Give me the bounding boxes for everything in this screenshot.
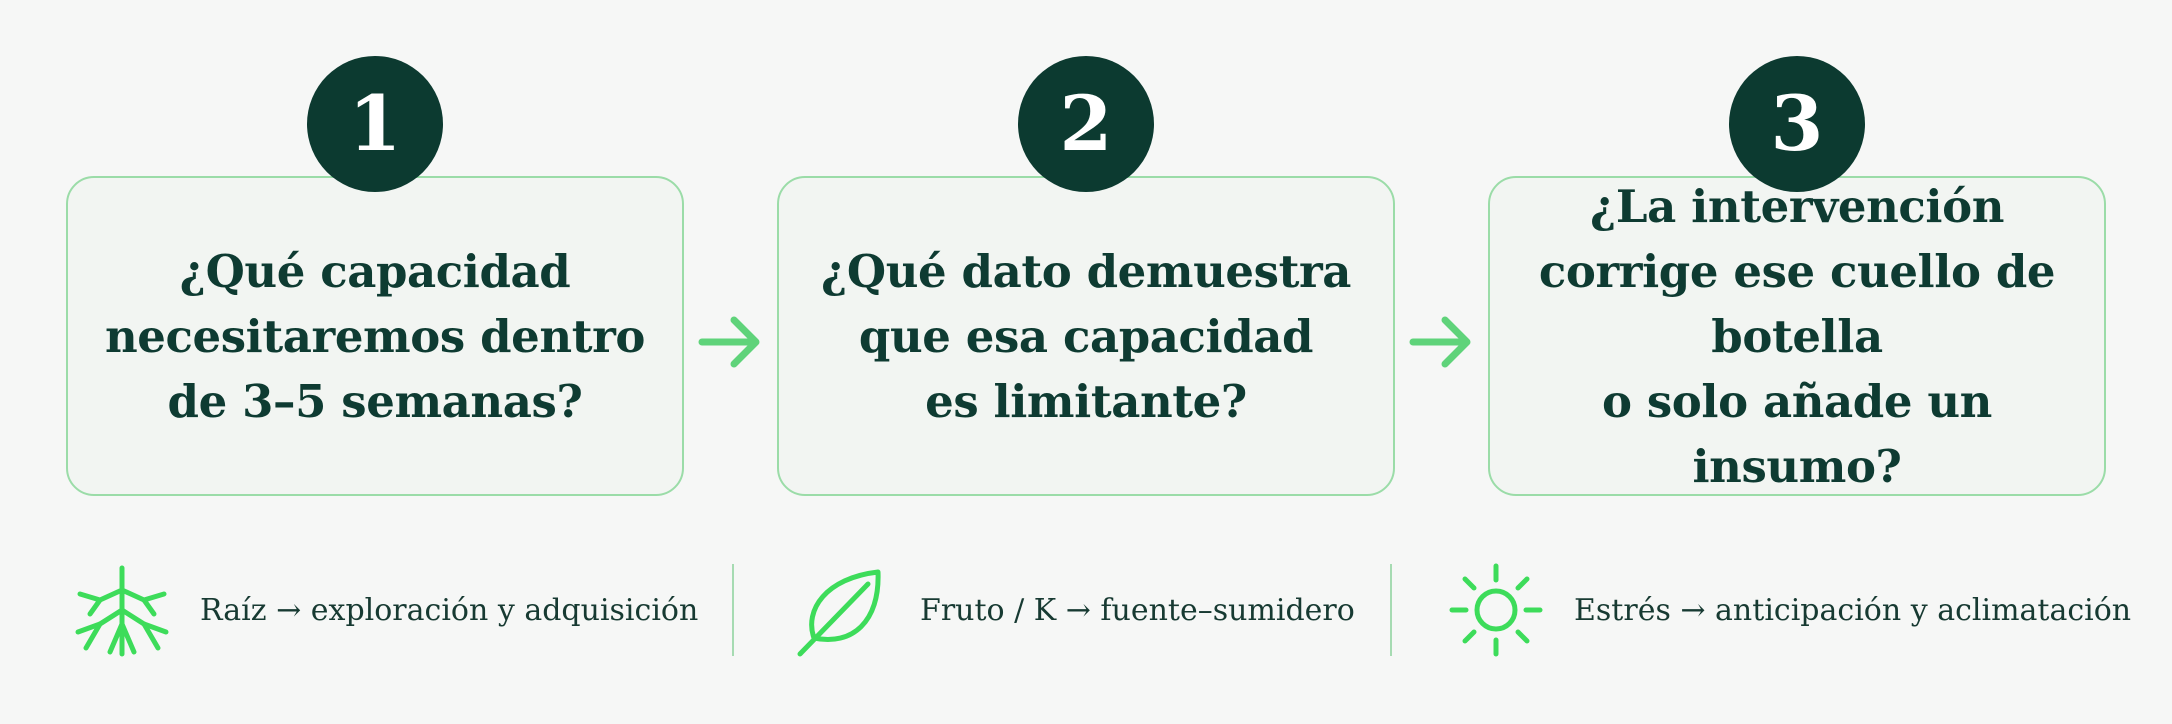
right-arrow-icon <box>698 316 760 368</box>
step-number-badge: 1 <box>307 56 443 192</box>
leaf-icon <box>797 569 881 657</box>
sun-icon <box>1449 563 1543 657</box>
legend-divider <box>1390 564 1392 656</box>
step-question: ¿La intervención corrige ese cuello de b… <box>1538 179 2056 493</box>
legend-label: Estrés → anticipación y aclimatación <box>1574 592 2132 628</box>
legend-item-roots: Raíz → exploración y adquisición <box>72 560 698 660</box>
legend-label: Raíz → exploración y adquisición <box>200 592 699 628</box>
legend-label: Fruto / K → fuente–sumidero <box>920 592 1355 628</box>
step-2: ¿Qué dato demuestra que esa capacidad es… <box>777 0 1397 500</box>
step-question: ¿Qué capacidad necesitaremos dentro de 3… <box>104 244 646 428</box>
step-question: ¿Qué dato demuestra que esa capacidad es… <box>820 244 1352 428</box>
step-number-badge: 3 <box>1729 56 1865 192</box>
roots-icon <box>75 565 169 657</box>
right-arrow-icon <box>1409 316 1471 368</box>
legend-divider <box>732 564 734 656</box>
step-card: ¿Qué capacidad necesitaremos dentro de 3… <box>66 176 684 496</box>
step-1: ¿Qué capacidad necesitaremos dentro de 3… <box>66 0 686 500</box>
legend-item-sun: Estrés → anticipación y aclimatación <box>1446 560 2131 660</box>
step-card: ¿Qué dato demuestra que esa capacidad es… <box>777 176 1395 496</box>
step-number-badge: 2 <box>1018 56 1154 192</box>
legend-item-leaf: Fruto / K → fuente–sumidero <box>792 560 1355 660</box>
step-3: ¿La intervención corrige ese cuello de b… <box>1488 0 2108 500</box>
step-card: ¿La intervención corrige ese cuello de b… <box>1488 176 2106 496</box>
